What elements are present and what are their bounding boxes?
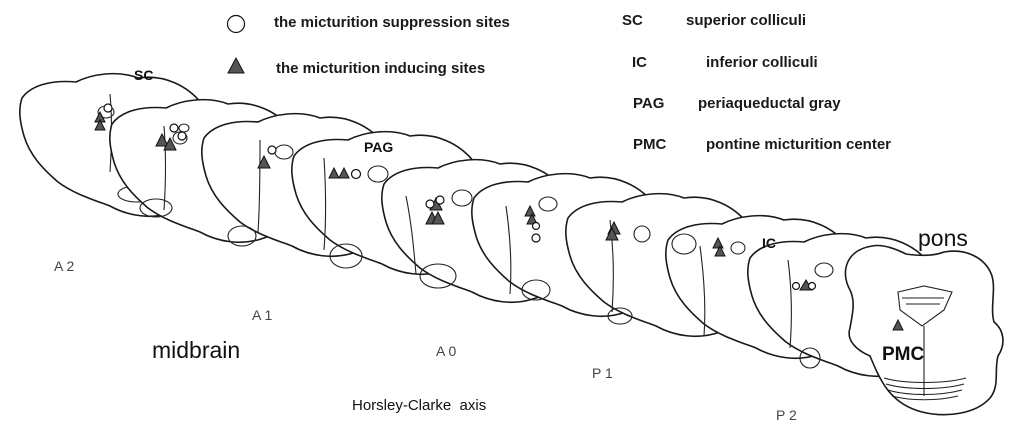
pons-label: pons	[918, 225, 968, 251]
section-label-p1: P 1	[592, 365, 613, 381]
section-label-a2: A 2	[54, 258, 74, 274]
suppression-site-marker	[268, 146, 276, 154]
suppression-site-marker	[178, 132, 186, 140]
section-label-p2: P 2	[776, 407, 797, 423]
horsley-clarke-axis-label: Horsley-Clarke axis	[352, 397, 486, 414]
suppression-site-marker	[426, 200, 434, 208]
pons-section	[845, 245, 1003, 414]
suppression-site-legend-icon	[228, 16, 245, 33]
inducing-site-legend-label: the micturition inducing sites	[276, 60, 485, 77]
section-label-a1: A 1	[252, 307, 272, 323]
pag-label: PAG	[364, 139, 393, 155]
abbr-pag-full: periaqueductal gray	[698, 95, 841, 112]
suppression-site-marker	[793, 283, 800, 290]
suppression-site-marker	[809, 283, 816, 290]
pmc-label: PMC	[882, 344, 925, 365]
abbr-sc-full: superior colliculi	[686, 12, 806, 29]
ic-label: IC	[762, 235, 776, 251]
suppression-site-marker	[170, 124, 178, 132]
sc-label: SC	[134, 67, 153, 83]
suppression-site-marker	[104, 104, 112, 112]
abbr-pmc-full: pontine micturition center	[706, 136, 891, 153]
suppression-site-marker	[533, 223, 540, 230]
suppression-site-marker	[532, 234, 540, 242]
abbr-ic: IC	[632, 54, 647, 71]
suppression-site-marker	[352, 170, 361, 179]
abbr-ic-full: inferior colliculi	[706, 54, 818, 71]
suppression-site-marker	[436, 196, 444, 204]
midbrain-label: midbrain	[152, 337, 240, 363]
abbr-pmc: PMC	[633, 136, 667, 153]
abbr-sc: SC	[622, 12, 643, 29]
abbr-pag: PAG	[633, 95, 664, 112]
inducing-site-legend-icon	[228, 58, 244, 73]
suppression-site-legend-label: the micturition suppression sites	[274, 14, 510, 31]
section-label-a0: A 0	[436, 343, 456, 359]
